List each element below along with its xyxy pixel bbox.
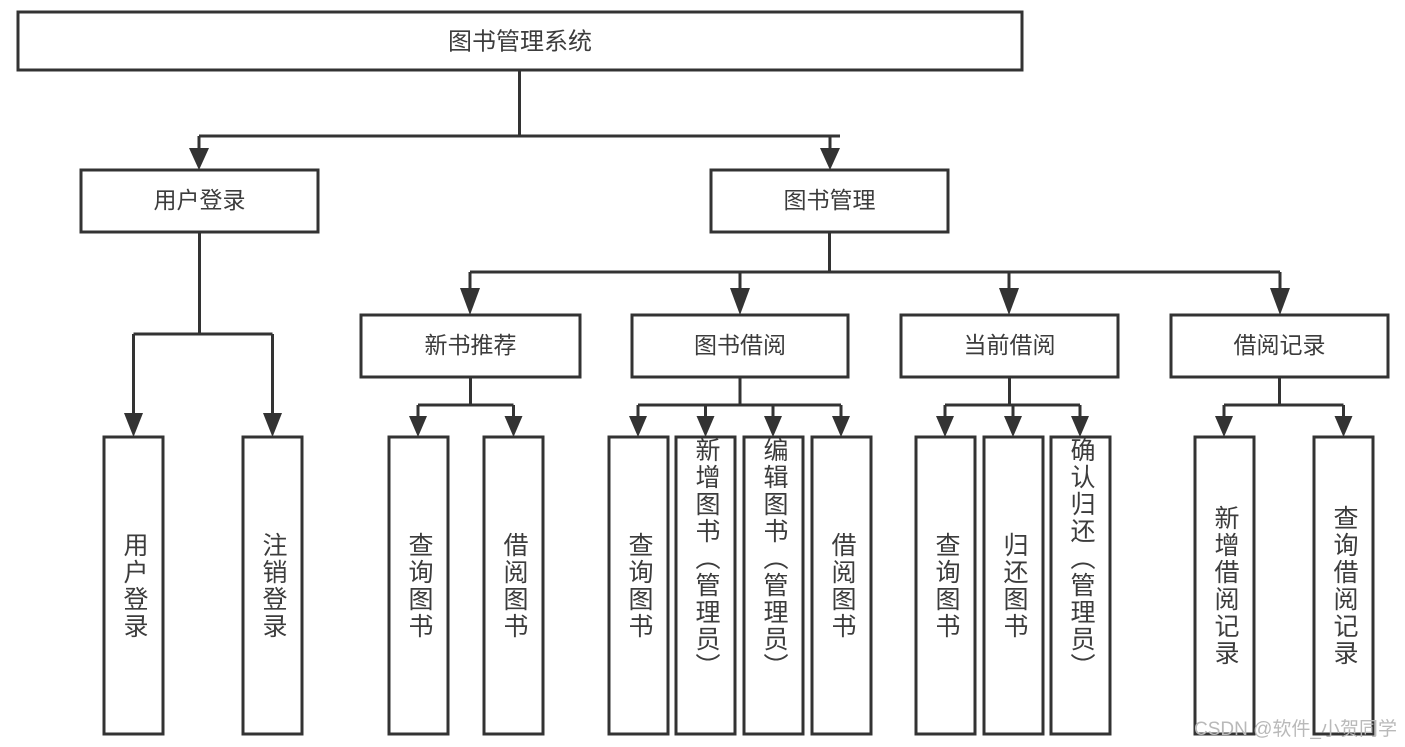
- node-root-box[interactable]: [16, 10, 1024, 72]
- leaf-box-user-login-1[interactable]: [241, 435, 304, 736]
- arrow-bm-to-book-borrow: [730, 288, 750, 315]
- arrow-bm-to-borrow-record: [1270, 288, 1290, 315]
- arrow-bb-leaf3: [764, 416, 782, 437]
- node-new-book-recommend-box[interactable]: [359, 313, 582, 379]
- connector-group-borrow-record: [1215, 377, 1353, 437]
- leaf-box-user-login-0[interactable]: [102, 435, 165, 736]
- leaf-box-current-borrow-2[interactable]: [1049, 435, 1112, 736]
- arrow-bb-leaf2: [696, 416, 715, 437]
- connector-group-root: [189, 70, 840, 170]
- arrow-cb-leaf1: [936, 416, 954, 437]
- leaf-box-book-borrow-2[interactable]: [742, 435, 805, 736]
- leaf-box-new-book-recommend-0[interactable]: [387, 435, 450, 736]
- arrow-br-leaf1: [1215, 416, 1233, 437]
- leaf-box-current-borrow-1[interactable]: [982, 435, 1045, 736]
- arrow-bb-leaf1: [629, 416, 647, 437]
- leaf-box-borrow-record-0[interactable]: [1193, 435, 1256, 736]
- arrow-cb-leaf3: [1071, 416, 1089, 437]
- arrow-user-login-leaf1: [124, 413, 143, 437]
- arrow-nbr-leaf2: [504, 416, 523, 437]
- node-root-label: 图书管理系统: [448, 28, 592, 55]
- watermark-text: CSDN @软件_小贺同学: [1194, 719, 1397, 740]
- arrow-bb-leaf4: [832, 416, 850, 437]
- connector-group-current-borrow: [936, 377, 1089, 437]
- arrow-br-leaf2: [1334, 416, 1353, 437]
- node-new-book-recommend-label: 新书推荐: [425, 332, 517, 358]
- arrow-root-to-user-login: [189, 148, 209, 170]
- node-book-borrow-box[interactable]: [630, 313, 850, 379]
- arrow-bm-to-current-borrow: [999, 288, 1019, 315]
- leaf-box-borrow-record-1[interactable]: [1312, 435, 1375, 736]
- arrow-user-login-leaf2: [263, 413, 282, 437]
- arrow-nbr-leaf1: [409, 416, 427, 437]
- arrow-bm-to-new-book: [460, 288, 480, 315]
- leaf-box-book-borrow-3[interactable]: [810, 435, 873, 736]
- connector-group-book-borrow: [629, 377, 850, 437]
- arrow-root-to-book-manage: [820, 148, 840, 170]
- node-current-borrow-label: 当前借阅: [964, 332, 1056, 358]
- node-current-borrow-box[interactable]: [899, 313, 1120, 379]
- connector-group-user-login: [124, 232, 282, 437]
- node-borrow-record-label: 借阅记录: [1234, 332, 1326, 358]
- leaf-box-current-borrow-0[interactable]: [914, 435, 977, 736]
- connector-group-book-manage: [460, 232, 1290, 315]
- node-book-manage-box[interactable]: [709, 168, 950, 234]
- arrow-cb-leaf2: [1004, 416, 1022, 437]
- leaf-box-book-borrow-0[interactable]: [607, 435, 670, 736]
- leaf-box-book-borrow-1[interactable]: [674, 435, 737, 736]
- node-book-borrow-label: 图书借阅: [694, 332, 786, 358]
- node-user-login-label: 用户登录: [154, 187, 246, 213]
- leaf-box-new-book-recommend-1[interactable]: [482, 435, 545, 736]
- connector-group-new-book-recommend: [409, 377, 523, 437]
- node-book-manage-label: 图书管理: [784, 187, 876, 213]
- node-borrow-record-box[interactable]: [1169, 313, 1390, 379]
